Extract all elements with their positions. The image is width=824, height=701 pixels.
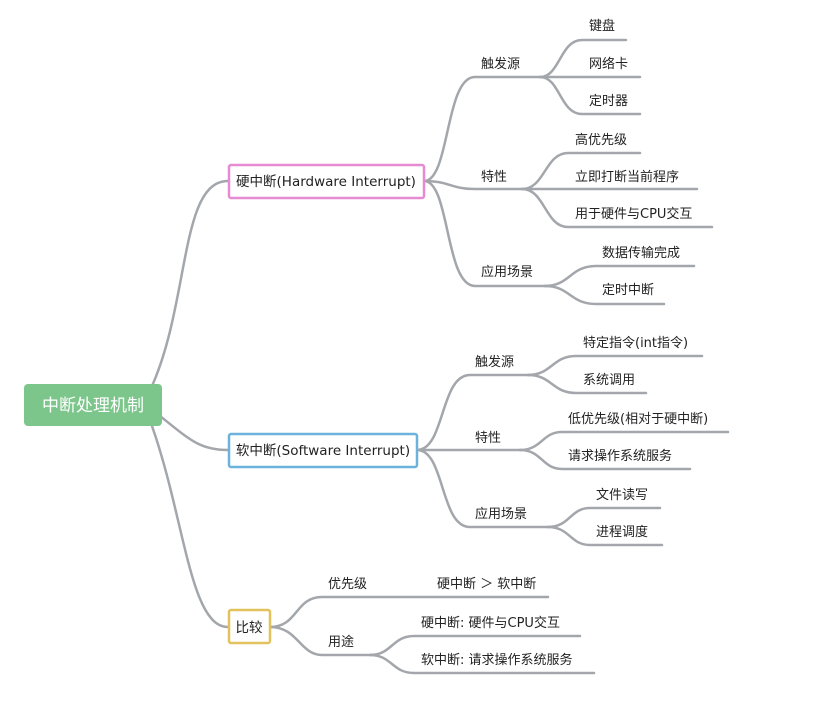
sw-trigger-label: 触发源: [475, 354, 514, 370]
sw-traits-label: 特性: [475, 431, 501, 446]
hw-traits-label: 特性: [481, 170, 507, 185]
connector-cmp-usage: [268, 625, 377, 657]
sw-scen-item-0: 文件读写: [596, 488, 648, 503]
hw-scen-item-1: 定时中断: [602, 283, 654, 298]
connector-hw-scenarios: [422, 179, 555, 288]
connector-sw-scen-1: [546, 525, 664, 547]
connector-hw-traits-2: [520, 187, 714, 229]
connector-hw-traits-0: [520, 151, 642, 191]
cmp-priority-item-0: 硬中断 ＞ 软中断: [437, 577, 536, 592]
sw-trigger-item-0: 特定指令(int指令): [583, 336, 688, 351]
connector-hw-scen-1: [543, 284, 666, 306]
hardware-node: [227, 163, 426, 200]
connector-sw-traits-0: [518, 430, 730, 452]
root-node: [24, 384, 162, 426]
cmp-priority-label: 优先级: [328, 577, 367, 592]
connector-hw-trigger-0: [538, 38, 628, 79]
hw-scen-item-0: 数据传输完成: [602, 245, 680, 261]
connector-sw-trigger-0: [526, 354, 704, 377]
connector-hw-trigger: [422, 75, 550, 183]
connector-cmp-usage-1: [368, 653, 596, 675]
connector-sw-trigger: [415, 373, 532, 452]
compare-node: [227, 608, 272, 645]
connector-sw-scenarios: [415, 448, 552, 529]
cmp-usage-item-0: 硬中断: 硬件与CPU交互: [421, 615, 560, 631]
hardware-label: 硬中断(Hardware Interrupt): [236, 174, 416, 190]
connector-root-software: [158, 414, 230, 452]
software-node: [227, 432, 419, 469]
hw-scenarios-label: 应用场景: [481, 264, 533, 280]
connector-root-compare: [150, 424, 230, 629]
sw-scen-item-1: 进程调度: [596, 524, 648, 540]
software-label: 软中断(Software Interrupt): [236, 443, 410, 459]
hw-trigger-item-1: 网络卡: [589, 56, 628, 72]
hw-traits-item-2: 用于硬件与CPU交互: [575, 206, 692, 222]
hw-traits-item-0: 高优先级: [575, 132, 627, 148]
compare-label: 比较: [236, 620, 263, 636]
connector-sw-trigger-1: [526, 373, 648, 395]
sw-traits-item-0: 低优先级(相对于硬中断): [568, 412, 708, 427]
connector-root-hardware: [150, 179, 230, 388]
connector-hw-scen-0: [543, 264, 696, 288]
cmp-usage-item-1: 软中断: 请求操作系统服务: [421, 652, 573, 668]
sw-traits-item-1: 请求操作系统服务: [568, 448, 672, 464]
cmp-usage-label: 用途: [328, 634, 354, 650]
sw-trigger-item-1: 系统调用: [583, 373, 635, 388]
connector-cmp-priority: [268, 595, 550, 629]
hw-trigger-label: 触发源: [481, 56, 520, 72]
connector-sw-traits-1: [518, 448, 692, 471]
connector-hw-traits: [422, 179, 534, 191]
root-label: 中断处理机制: [42, 396, 144, 416]
hw-trigger-item-0: 键盘: [589, 18, 615, 34]
hw-trigger-item-2: 定时器: [589, 94, 628, 109]
hw-traits-item-1: 立即打断当前程序: [575, 169, 679, 185]
sw-scenarios-label: 应用场景: [475, 506, 527, 522]
connector-hw-trigger-2: [538, 75, 642, 116]
